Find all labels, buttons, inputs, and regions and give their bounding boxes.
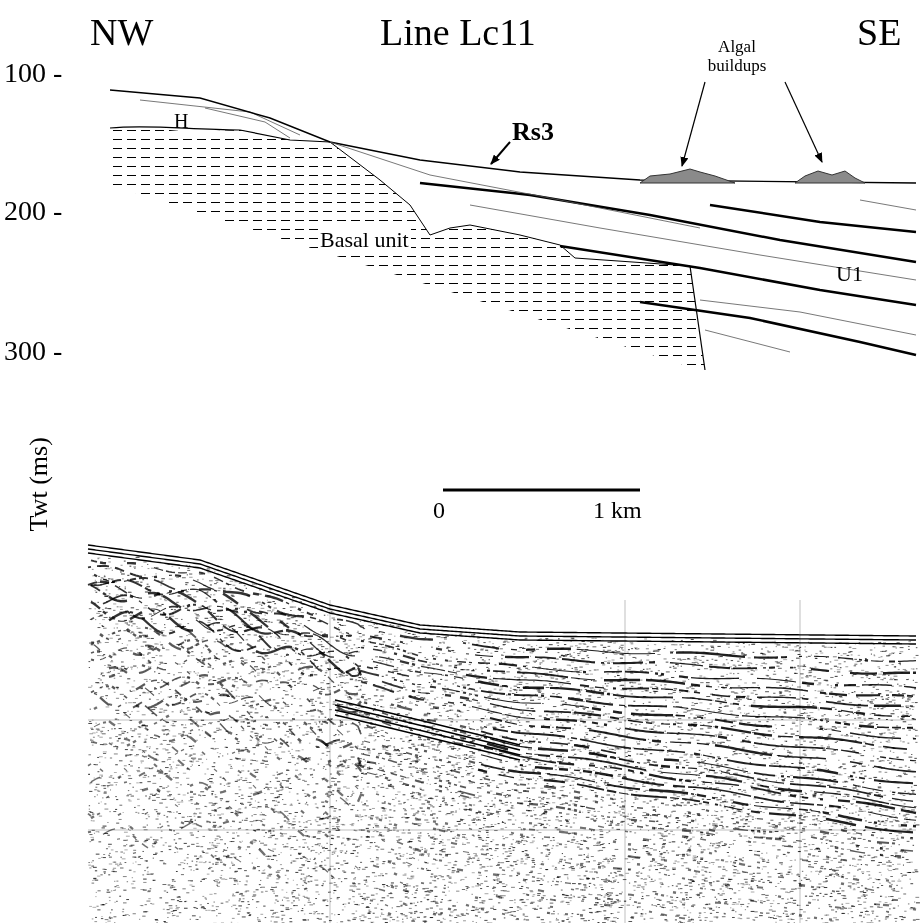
h-unit-line	[205, 108, 290, 138]
scale-label: 1 km	[593, 497, 642, 523]
algal-buildup	[640, 169, 735, 183]
reflector-thin	[860, 200, 916, 210]
label-title-nw: NW	[90, 12, 153, 54]
buildup-label: Algal buildups	[697, 38, 777, 75]
horizon-label: Rs3	[512, 118, 554, 147]
basal-unit-hatch	[110, 128, 705, 370]
label-title-se: SE	[857, 12, 901, 54]
algal-buildup	[795, 171, 865, 183]
reflector-thick	[710, 205, 916, 232]
reflector-thick	[420, 183, 916, 262]
scale-label: 0	[433, 497, 445, 523]
fault-line	[690, 266, 705, 370]
buildup-arrow	[785, 82, 822, 162]
reflector-thick	[640, 302, 916, 355]
unit-label: H	[174, 110, 188, 132]
reflector-thick	[560, 246, 916, 305]
axis-title: Twt (ms)	[25, 437, 54, 531]
buildup-arrow	[682, 82, 705, 166]
h-unit-line	[140, 100, 300, 135]
scale-bar	[443, 489, 640, 492]
rs3-arrow	[491, 142, 510, 164]
axis-tick: 300 -	[4, 336, 62, 367]
reflector-thin	[330, 142, 700, 228]
reflector-thin	[705, 330, 790, 352]
unit-label: U1	[836, 262, 863, 286]
reflector-thin	[700, 300, 916, 335]
title-line: Line Lc11	[380, 12, 536, 54]
unit-label: Basal unit	[318, 228, 411, 252]
axis-tick: 100 -	[4, 58, 62, 89]
axis-tick: 200 -	[4, 196, 62, 227]
